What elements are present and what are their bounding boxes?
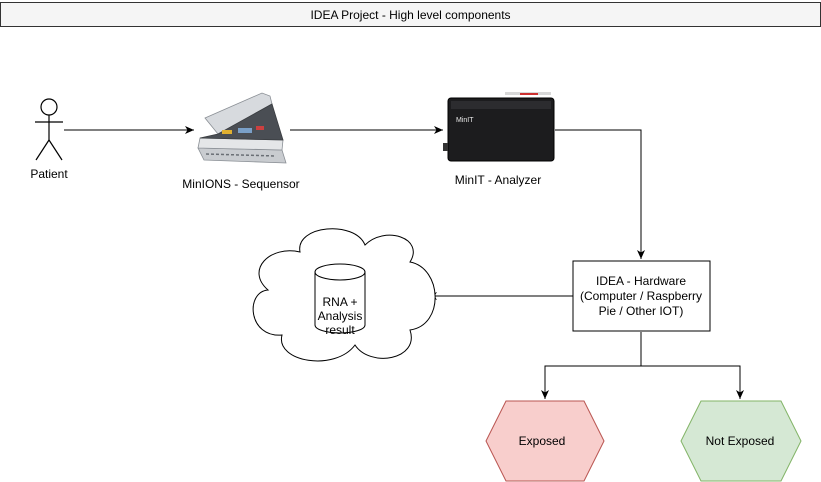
hardware-label-line-1: IDEA - Hardware bbox=[596, 274, 686, 288]
minit-device-text: MinIT bbox=[456, 117, 474, 124]
analyzer-label: MinIT - Analyzer bbox=[455, 173, 541, 187]
exposed-label: Exposed bbox=[519, 434, 566, 448]
database-label-line-1: RNA + bbox=[322, 295, 357, 309]
hardware-box bbox=[572, 260, 711, 332]
hardware-label-line-2: (Computer / Raspberry bbox=[580, 289, 702, 303]
hardware-to-not-exposed-arrow bbox=[641, 365, 744, 399]
hardware-label-line-3: Pie / Other IOT) bbox=[599, 304, 684, 318]
not-exposed-label: Not Exposed bbox=[706, 434, 775, 448]
patient-label: Patient bbox=[30, 167, 68, 181]
diagram-title: IDEA Project - High level components bbox=[310, 7, 511, 22]
diagram-title-bar: IDEA Project - High level components bbox=[0, 2, 821, 27]
analyzer-to-hardware-arrow bbox=[555, 129, 645, 259]
connectors bbox=[64, 126, 744, 399]
sequencer-label: MinIONS - Sequensor bbox=[182, 177, 299, 191]
hardware-to-exposed-arrow bbox=[541, 332, 642, 399]
database-cylinder-icon bbox=[314, 263, 366, 334]
minit-device-icon: MinIT bbox=[443, 92, 555, 162]
not-exposed-hexagon bbox=[680, 400, 802, 482]
database-label-line-2: Analysis bbox=[318, 309, 363, 323]
person-icon bbox=[35, 98, 63, 161]
sequencer-device-icon bbox=[197, 92, 287, 164]
exposed-hexagon bbox=[485, 400, 605, 482]
database-label-line-3: result bbox=[325, 323, 355, 337]
